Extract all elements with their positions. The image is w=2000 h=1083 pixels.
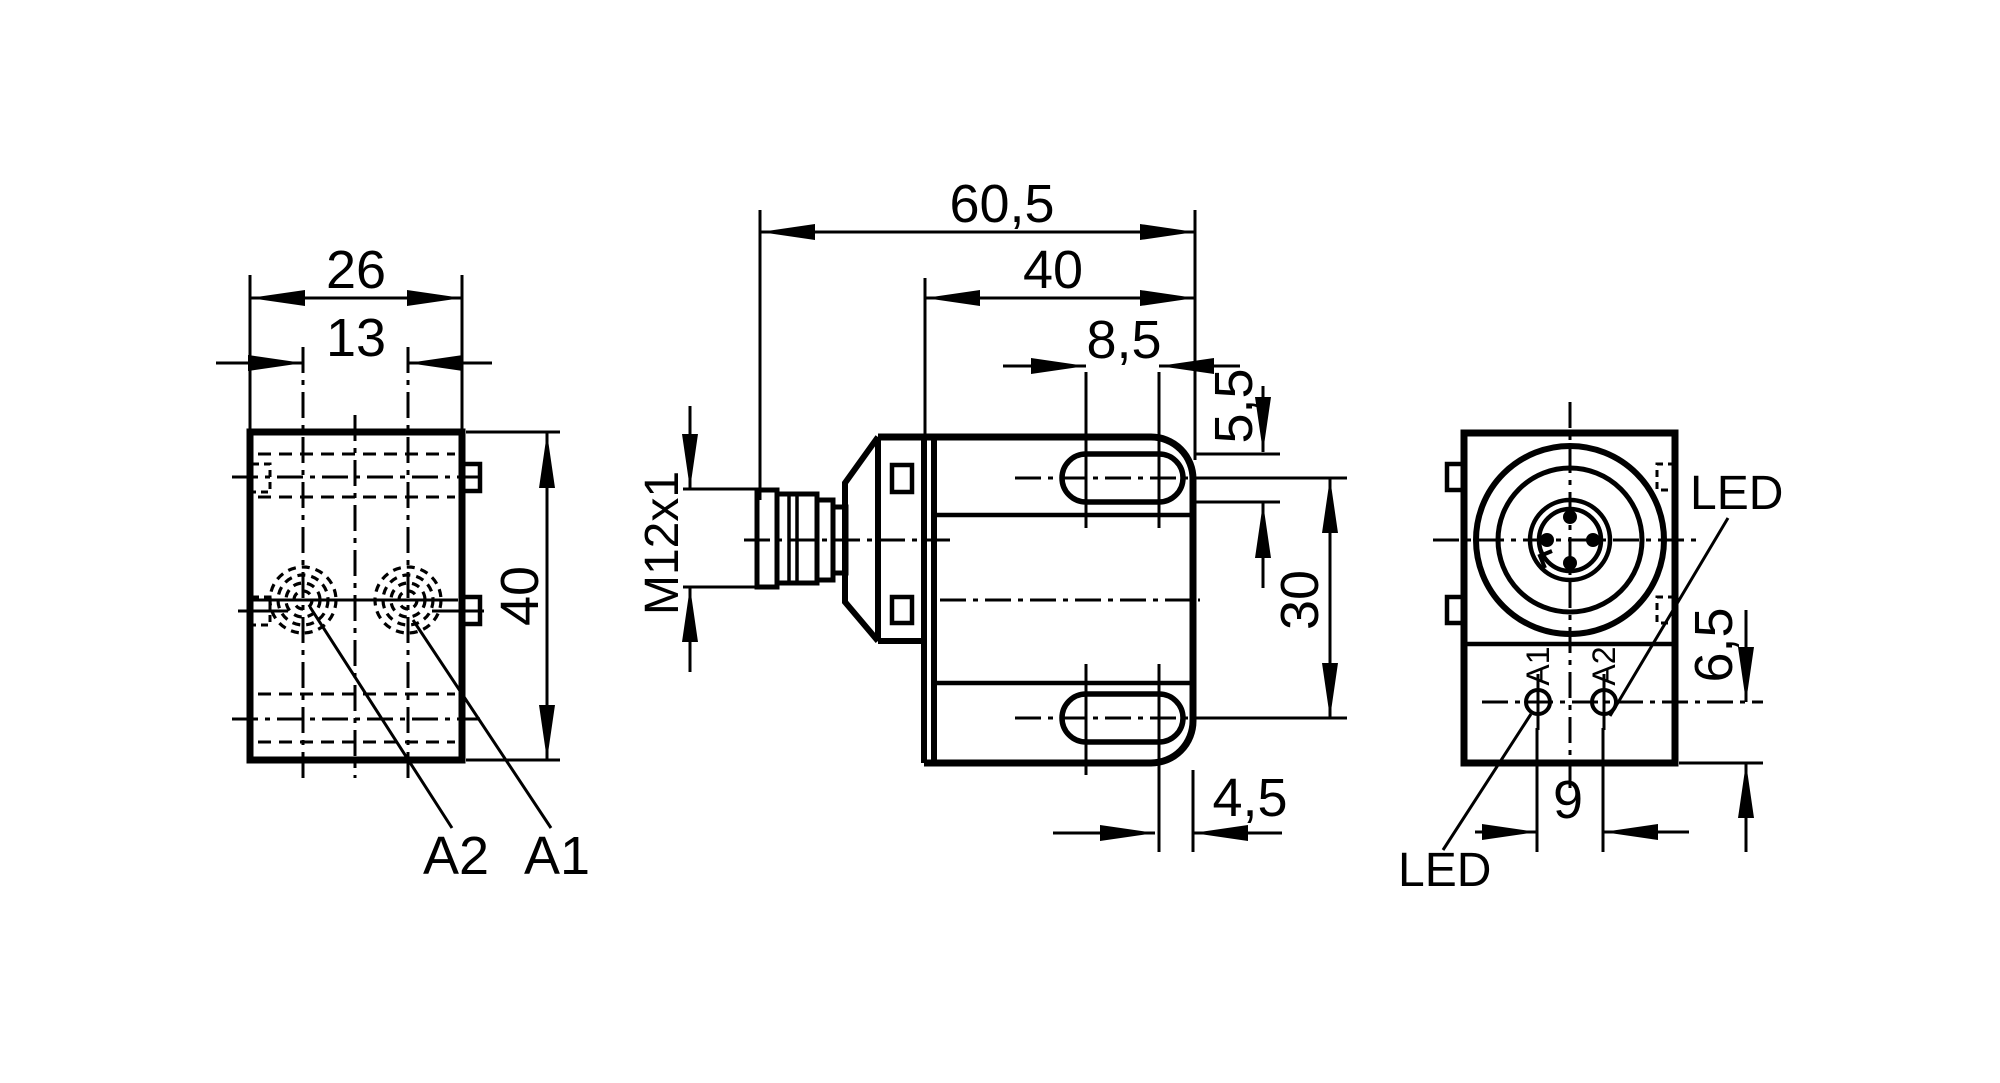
front-center-lines-vertical [301, 347, 410, 778]
side-dim-m12-arrows [682, 434, 698, 642]
front-hidden-tabs [252, 462, 272, 627]
side-dim-30-arrows [1322, 478, 1338, 718]
front-led-a2-target [268, 565, 338, 635]
front-dim-width-label: 26 [326, 240, 386, 300]
back-led-leader-lines [1441, 517, 1730, 851]
side-thread-label: M12x1 [636, 471, 689, 615]
side-dim-4-5-arrows [1100, 825, 1248, 841]
back-label-a1: A1 [1520, 646, 1556, 685]
front-dim-hole-spacing-label: 13 [326, 308, 386, 368]
front-label-a1: A1 [524, 826, 590, 886]
side-slot-center-extensions [1193, 476, 1347, 720]
back-side-notches [1444, 461, 1464, 626]
back-dim-6-5-arrows [1738, 647, 1754, 818]
side-dim-slot-hole-spacing-label: 8,5 [1086, 310, 1161, 370]
side-dim-slot-edge-offset-label: 4,5 [1212, 768, 1287, 828]
back-center-lines [1433, 402, 1697, 792]
front-dim-26-arrows [250, 290, 462, 306]
back-label-a2: A2 [1586, 646, 1622, 685]
side-dim-5-5-arrows [1255, 397, 1271, 558]
side-dim-slot-width-label: 5,5 [1204, 368, 1264, 443]
back-label-led-bottom: LED [1398, 844, 1491, 897]
side-dim-m12-lines [683, 406, 763, 672]
front-view: 26 13 40 A2 A1 [216, 240, 590, 886]
side-dim-8-5-arrows [1031, 358, 1214, 374]
front-label-a2: A2 [423, 826, 489, 886]
back-view: LED LED A1 A2 6,5 9 [1398, 402, 1783, 897]
side-extension-lines [1191, 452, 1280, 852]
side-head-nut-pockets [889, 462, 915, 626]
front-led-a1-target [373, 565, 443, 635]
side-bracket-plate [921, 437, 937, 763]
back-dim-led-offset-label: 6,5 [1684, 607, 1744, 682]
side-slot-center-lines [1015, 476, 1190, 720]
side-flange-inner-edges [934, 512, 1190, 686]
side-dim-40-arrows [925, 290, 1195, 306]
back-label-led-top: LED [1690, 467, 1783, 520]
side-view: 60,5 40 8,5 5,5 30 4,5 M12x1 [636, 174, 1347, 852]
side-dim-body-length-label: 40 [1023, 240, 1083, 300]
side-bracket-outline [878, 433, 1197, 767]
side-dim-slot-row-spacing-label: 30 [1270, 570, 1330, 630]
side-head-cone [842, 435, 924, 644]
front-dim-13-arrows [248, 355, 463, 371]
side-dim-overall-length-label: 60,5 [949, 174, 1054, 234]
front-led-leader-lines [308, 606, 553, 829]
back-connector-keyway [1537, 549, 1553, 569]
back-dim-led-spacing-label: 9 [1553, 770, 1583, 830]
side-slot-hole-axes [1084, 372, 1161, 852]
side-dim-60-5-lines [758, 210, 1197, 500]
front-dim-height-label: 40 [490, 566, 550, 626]
back-dim-9-arrows [1482, 824, 1658, 840]
